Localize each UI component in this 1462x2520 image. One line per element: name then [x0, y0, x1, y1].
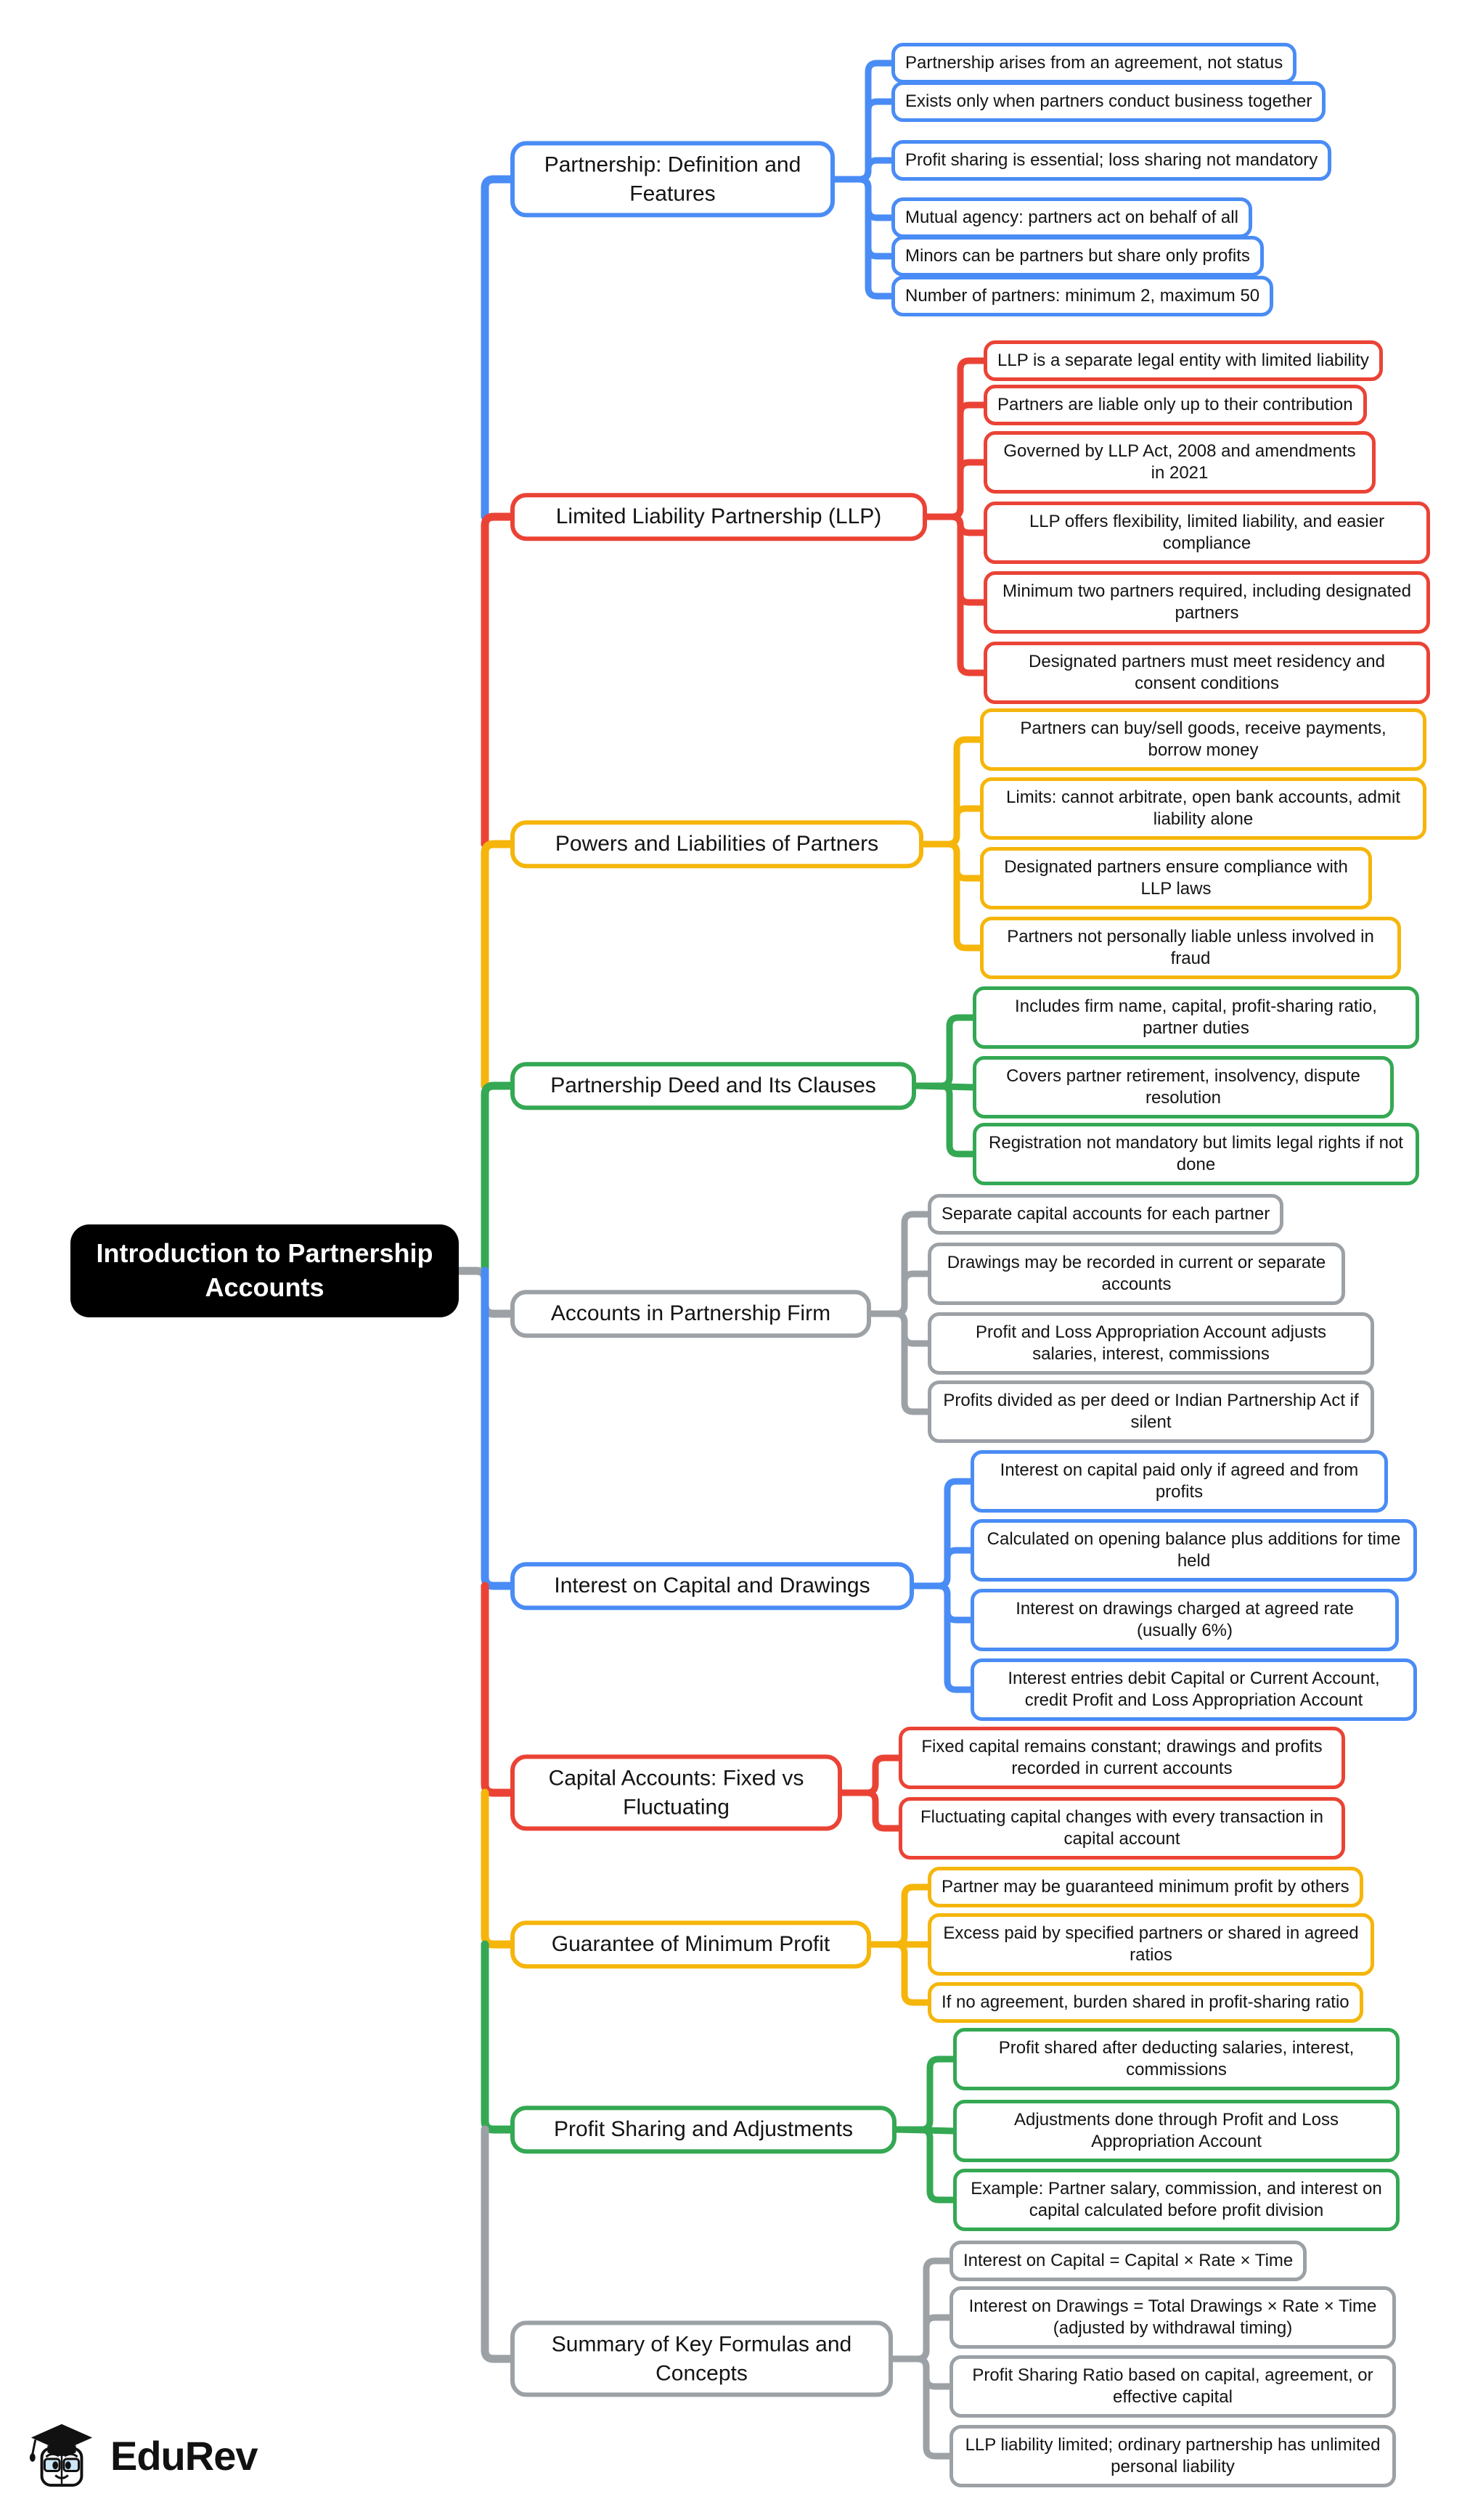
leaf-node-1-4: Minimum two partners required, including… [984, 571, 1430, 634]
leaf-node-0-5: Number of partners: minimum 2, maximum 5… [891, 276, 1274, 316]
branch-title-2: Powers and Liabilities of Partners [510, 820, 923, 868]
connector-line [481, 1081, 515, 1275]
leaf-node-4-3: Profits divided as per deed or Indian Pa… [928, 1380, 1374, 1443]
leaf-node-0-4: Minors can be partners but share only pr… [891, 236, 1264, 277]
leaf-node-0-2: Profit sharing is essential; loss sharin… [891, 140, 1332, 181]
connector-line [889, 2355, 953, 2460]
connector-line [893, 2055, 957, 2133]
leaf-node-1-1: Partners are liable only up to their con… [984, 385, 1367, 425]
leaf-node-3-2: Registration not mandatory but limits le… [973, 1123, 1419, 1185]
connector-line [867, 1211, 931, 1317]
leaf-node-2-1: Limits: cannot arbitrate, open bank acco… [980, 777, 1426, 840]
branch-title-4: Accounts in Partnership Firm [510, 1290, 871, 1338]
leaf-node-0-3: Mutual agency: partners act on behalf of… [891, 197, 1252, 238]
leaf-node-8-0: Profit shared after deducting salaries, … [953, 2028, 1400, 2090]
connector-line [867, 1883, 931, 1948]
connector-line [867, 1270, 931, 1317]
connector-line [889, 2355, 953, 2390]
connector-line [481, 1267, 515, 1590]
leaf-node-5-2: Interest on drawings charged at agreed r… [971, 1589, 1399, 1651]
edurev-mascot-icon [26, 2418, 97, 2493]
leaf-node-9-3: LLP liability limited; ordinary partners… [950, 2425, 1396, 2487]
leaf-node-4-2: Profit and Loss Appropriation Account ad… [928, 1312, 1374, 1375]
connector-line [481, 1582, 515, 1797]
connector-line [912, 1014, 976, 1089]
connector-line [920, 805, 984, 848]
connector-line [481, 512, 515, 848]
leaf-node-5-3: Interest entries debit Capital or Curren… [971, 1658, 1417, 1721]
leaf-node-9-2: Profit Sharing Ratio based on capital, a… [950, 2355, 1396, 2418]
connector-line [923, 513, 987, 676]
connector-line [481, 2125, 515, 2363]
branch-title-6: Capital Accounts: Fixed vs Fluctuating [510, 1754, 842, 1831]
branch-title-5: Interest on Capital and Drawings [510, 1562, 914, 1610]
branch-title-9: Summary of Key Formulas and Concepts [510, 2320, 893, 2397]
leaf-node-8-1: Adjustments done through Profit and Loss… [953, 2100, 1400, 2162]
connector-line [923, 357, 987, 520]
leaf-node-3-1: Covers partner retirement, insolvency, d… [973, 1056, 1394, 1118]
connector-line [889, 2314, 953, 2362]
connector-line [893, 2126, 957, 2204]
branch-title-8: Profit Sharing and Adjustments [510, 2106, 897, 2153]
connector-line [912, 1082, 976, 1158]
branch-title-7: Guarantee of Minimum Profit [510, 1920, 871, 1968]
leaf-node-7-0: Partner may be guaranteed minimum profit… [928, 1867, 1363, 1907]
leaf-node-0-0: Partnership arises from an agreement, no… [891, 43, 1297, 83]
connector-line [923, 459, 987, 520]
leaf-node-3-0: Includes firm name, capital, profit-shar… [973, 986, 1419, 1049]
leaf-node-5-1: Calculated on opening balance plus addit… [971, 1519, 1417, 1582]
edurev-logo: EduRev [26, 2418, 258, 2493]
connector-line [920, 840, 984, 952]
connector-line [920, 736, 984, 848]
branch-title-3: Partnership Deed and Its Clauses [510, 1062, 916, 1110]
connector-line [838, 1754, 902, 1796]
connector-line [831, 98, 895, 183]
leaf-node-7-1: Excess paid by specified partners or sha… [928, 1913, 1374, 1976]
connector-line [910, 1547, 974, 1590]
connector-line [481, 175, 515, 521]
connector-line [831, 176, 895, 300]
connector-line [867, 1310, 931, 1347]
connector-line [867, 1310, 931, 1415]
leaf-node-2-3: Partners not personally liable unless in… [980, 917, 1401, 979]
leaf-node-0-1: Exists only when partners conduct busine… [891, 81, 1326, 122]
leaf-node-9-1: Interest on Drawings = Total Drawings × … [950, 2286, 1396, 2349]
leaf-node-2-0: Partners can buy/sell goods, receive pay… [980, 708, 1426, 771]
connector-line [889, 2257, 953, 2362]
leaf-node-4-1: Drawings may be recorded in current or s… [928, 1243, 1345, 1305]
branch-title-1: Limited Liability Partnership (LLP) [510, 493, 927, 541]
leaf-node-9-0: Interest on Capital = Capital × Rate × T… [950, 2241, 1307, 2281]
connector-line [481, 1940, 515, 2134]
leaf-node-1-5: Designated partners must meet residency … [984, 642, 1430, 704]
connector-line [867, 1941, 931, 2006]
connector-line [910, 1478, 974, 1590]
edurev-logo-text: EduRev [110, 2433, 258, 2479]
leaf-node-2-2: Designated partners ensure compliance wi… [980, 847, 1372, 909]
leaf-node-6-0: Fixed capital remains constant; drawings… [899, 1727, 1345, 1789]
connector-line [481, 840, 515, 1090]
leaf-node-1-2: Governed by LLP Act, 2008 and amendments… [984, 431, 1376, 494]
leaf-node-6-1: Fluctuating capital changes with every t… [899, 1797, 1345, 1860]
connector-line [481, 1788, 515, 1949]
root-node: Introduction to Partnership Accounts [70, 1224, 459, 1317]
connector-line [838, 1789, 902, 1832]
connector-line [910, 1582, 974, 1693]
leaf-node-4-0: Separate capital accounts for each partn… [928, 1194, 1284, 1235]
connector-line [910, 1582, 974, 1624]
leaf-node-1-0: LLP is a separate legal entity with limi… [984, 340, 1383, 381]
leaf-node-5-0: Interest on capital paid only if agreed … [971, 1450, 1388, 1513]
leaf-node-8-2: Example: Partner salary, commission, and… [953, 2169, 1400, 2231]
leaf-node-7-2: If no agreement, burden shared in profit… [928, 1982, 1363, 2023]
connector-line [920, 840, 984, 882]
branch-title-0: Partnership: Definition and Features [510, 141, 835, 218]
connector-line [831, 176, 895, 221]
leaf-node-1-3: LLP offers flexibility, limited liabilit… [984, 502, 1430, 564]
